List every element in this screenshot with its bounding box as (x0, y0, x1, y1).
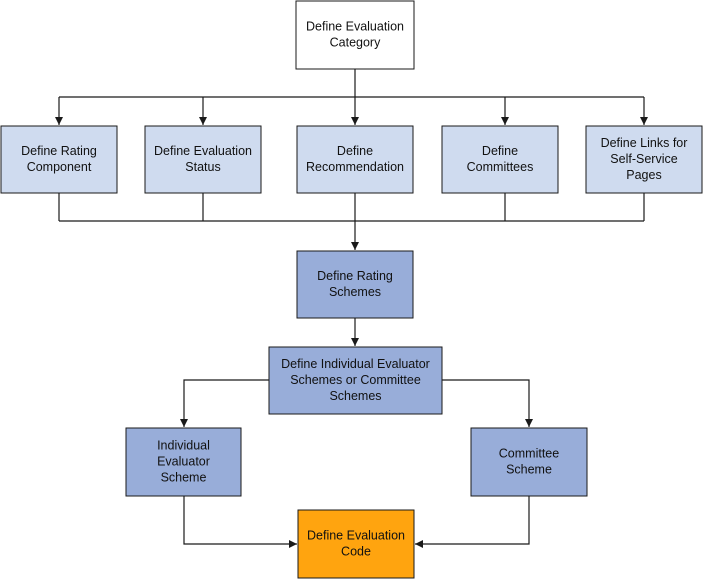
arrow-committee-to-evaluation-code (415, 496, 530, 548)
node-evaluation-code-box (297, 509, 415, 579)
node-evaluation-code-label-line: Code (341, 544, 371, 558)
node-individual-scheme-box (125, 427, 242, 497)
node-recommendation-box (296, 125, 414, 194)
node-individual-scheme-label-line: Scheme (161, 470, 207, 484)
node-individual-or-committee-label-line: Schemes or Committee (290, 373, 421, 387)
node-individual-scheme-label-line: Evaluator (157, 454, 210, 468)
node-rating-schemes-box (296, 250, 414, 319)
node-evaluation-status-box (144, 125, 262, 194)
node-self-service-label-line: Self-Service (610, 152, 677, 166)
node-rating-schemes-label-line: Schemes (329, 285, 381, 299)
node-rating-component-label-line: Define Rating (21, 144, 97, 158)
node-category-box (295, 0, 415, 70)
arrow-to-individual-scheme (180, 379, 269, 427)
node-evaluation-code-label-line: Define Evaluation (307, 528, 405, 542)
node-individual-or-committee-label-line: Schemes (329, 389, 381, 403)
arrow-individual-to-evaluation-code (183, 496, 297, 548)
node-rating-component-box (0, 125, 118, 194)
node-committees-label-line: Committees (467, 160, 534, 174)
node-self-service-box (585, 125, 703, 194)
node-committees-box (441, 125, 559, 194)
node-recommendation-label-line: Define (337, 144, 373, 158)
node-rating-schemes-label-line: Define Rating (317, 269, 393, 283)
node-evaluation-status-label-line: Status (185, 160, 220, 174)
node-self-service-label-line: Pages (626, 168, 661, 182)
node-committees-label-line: Define (482, 144, 518, 158)
node-individual-or-committee-label-line: Define Individual Evaluator (281, 357, 430, 371)
node-evaluation-status-label-line: Define Evaluation (154, 144, 252, 158)
node-committee-scheme-label-line: Committee (499, 446, 559, 460)
arrow-to-committee-scheme (442, 379, 533, 427)
node-individual-or-committee-box (268, 346, 443, 415)
node-self-service-label-line: Define Links for (601, 136, 688, 150)
node-rating-component-label-line: Component (27, 160, 92, 174)
node-committee-scheme-box (470, 427, 588, 497)
connectors (55, 69, 648, 548)
node-committee-scheme-label-line: Scheme (506, 462, 552, 476)
node-category-label-line: Define Evaluation (306, 19, 404, 33)
node-category-label-line: Category (330, 35, 381, 49)
node-recommendation-label-line: Recommendation (306, 160, 404, 174)
node-individual-scheme-label-line: Individual (157, 438, 210, 452)
